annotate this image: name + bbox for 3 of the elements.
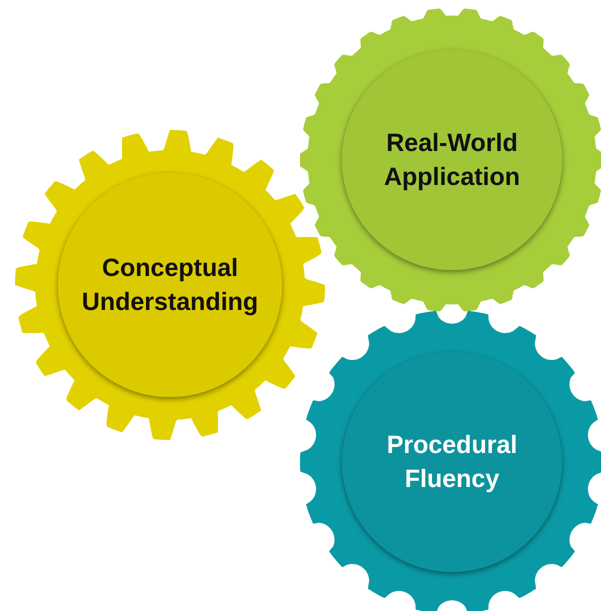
gear-label: Conceptual Understanding bbox=[80, 253, 260, 318]
gear-label: Real-World Application bbox=[382, 128, 522, 193]
gear-label: Procedural Fluency bbox=[386, 430, 518, 495]
